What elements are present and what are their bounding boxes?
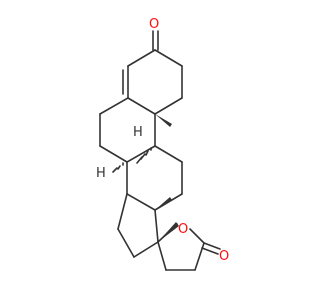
hash-bond-c8 (112, 162, 124, 173)
hash-bond-c9 (136, 147, 152, 164)
ketone-group (152, 30, 159, 51)
methyl-c10-wedge (155, 114, 172, 127)
spiro-wedge (158, 222, 179, 242)
ketone-oxygen-label: O (149, 17, 159, 32)
ring-a (122, 49, 183, 115)
lactone-ring-oxygen-label: O (178, 222, 188, 237)
ring-d (117, 193, 159, 258)
hydrogen-c8-label: H (96, 166, 106, 181)
methyl-c13-wedge (155, 197, 172, 210)
lactone-ring (157, 223, 221, 271)
ring-c (126, 145, 183, 211)
molecule-structure: O O O H H (96, 17, 229, 271)
hydrogen-c9-label: H (133, 125, 143, 140)
lactone-carbonyl-oxygen-label: O (219, 249, 229, 264)
